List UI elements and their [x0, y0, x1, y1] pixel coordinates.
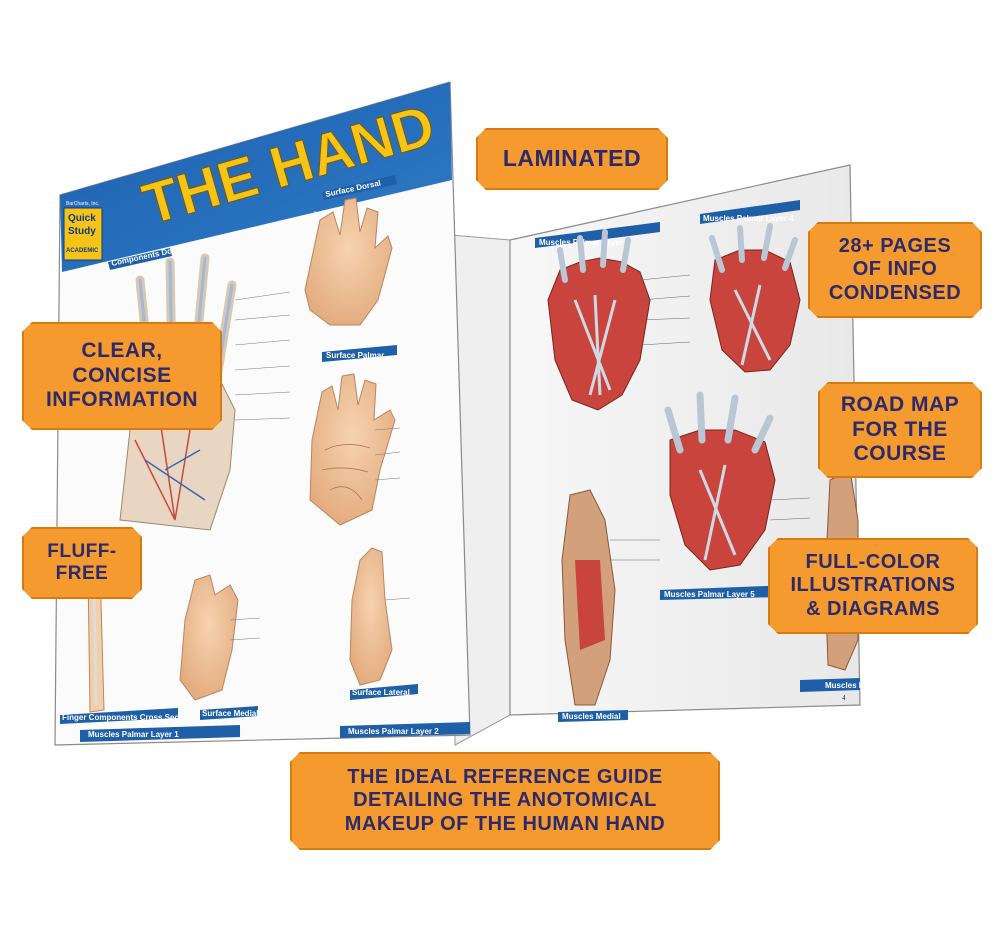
front-cover: Quick Study ACADEMIC BarCharts, Inc. WOR…: [54, 81, 471, 746]
section-label: Muscles Lateral: [825, 681, 885, 690]
hand-muscle-illustration: [561, 489, 616, 706]
callout-clear-concise: CLEAR, CONCISE INFORMATION: [22, 322, 222, 430]
callout-text: ROAD MAP FOR THE COURSE: [840, 392, 960, 466]
page-number: 4: [842, 694, 846, 702]
section-label: Surface Medial: [202, 709, 258, 718]
hand-muscle-illustration: [547, 229, 651, 411]
callout-ideal-reference: THE IDEAL REFERENCE GUIDE DETAILING THE …: [290, 752, 720, 850]
callout-text: CLEAR, CONCISE INFORMATION: [45, 338, 199, 412]
callout-text: THE IDEAL REFERENCE GUIDE DETAILING THE …: [344, 765, 666, 835]
hand-surface-illustration: [349, 547, 393, 686]
callout-text: 28+ PAGES OF INFO CONDENSED: [828, 234, 962, 304]
hand-muscle-illustration: [709, 223, 801, 373]
section-label: Muscles Palmar Layer 1: [88, 730, 179, 739]
section-label: Muscles Palmar Layer 4: [703, 214, 794, 223]
brand-name: BarCharts, Inc.: [66, 201, 99, 207]
callout-text: FLUFF- FREE: [47, 540, 117, 584]
callout-text: LAMINATED: [502, 145, 642, 172]
section-label: Muscles Medial: [562, 712, 621, 721]
brand-logo: ACADEMIC: [66, 248, 99, 254]
callout-pages: 28+ PAGES OF INFO CONDENSED: [808, 222, 982, 318]
brand-logo: Quick: [68, 213, 96, 224]
section-label: Surface Lateral: [352, 688, 410, 697]
callout-laminated: LAMINATED: [476, 128, 668, 190]
callout-fluff-free: FLUFF- FREE: [22, 527, 142, 599]
section-label: Muscles Palmar Layer 2: [348, 727, 439, 736]
hand-surface-illustration: [304, 197, 393, 326]
section-label: Surface Palmar: [326, 351, 384, 360]
section-label: Muscles Palmar Layer 5: [664, 590, 755, 599]
callout-text: FULL-COLOR ILLUSTRATIONS & DIAGRAMS: [790, 550, 956, 620]
hand-surface-illustration: [179, 574, 239, 701]
section-label: Muscles Palmar Layer 3: [539, 238, 630, 247]
hand-muscle-illustration: [664, 391, 776, 571]
callout-full-color: FULL-COLOR ILLUSTRATIONS & DIAGRAMS: [768, 538, 978, 634]
section-label: Finger Components Cross Section: [62, 713, 194, 722]
brand-logo: Study: [68, 226, 96, 237]
callout-road-map: ROAD MAP FOR THE COURSE: [818, 382, 982, 478]
hand-surface-illustration: [309, 373, 396, 526]
